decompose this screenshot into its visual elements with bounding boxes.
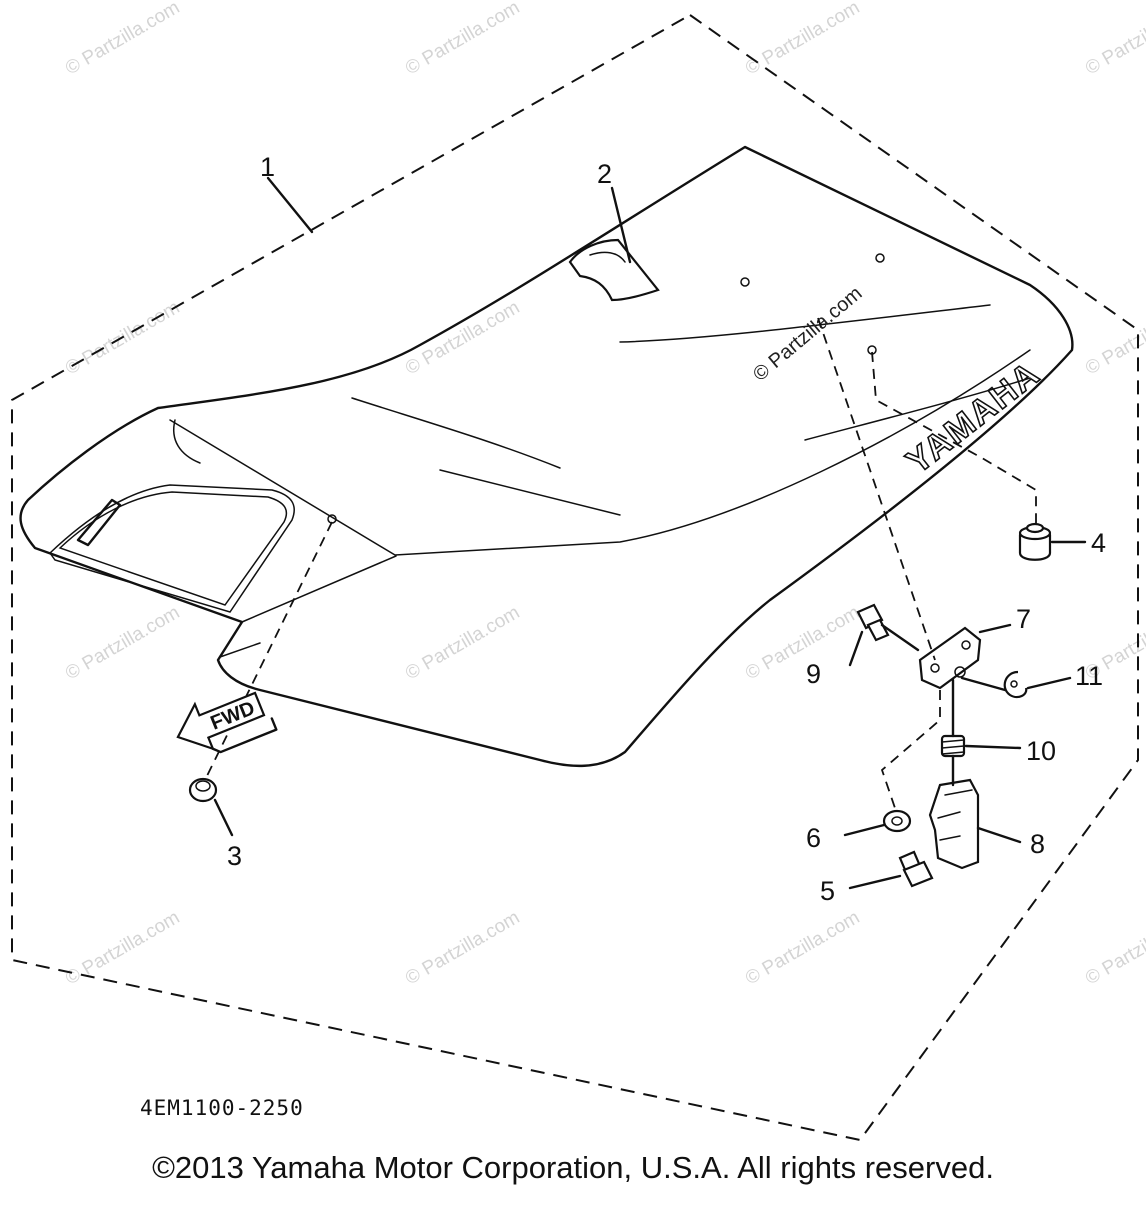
watermark: © Partzilla.com (402, 602, 523, 684)
part-11-clip (1003, 670, 1028, 699)
callout-3: 3 (227, 841, 242, 871)
watermark: © Partzilla.com (62, 907, 183, 989)
callout-7: 7 (1016, 604, 1031, 634)
callouts: 1 2 3 4 5 6 7 8 9 10 11 (227, 152, 1106, 906)
watermark: © Partzilla.com (742, 602, 863, 684)
part-9-bolt (856, 603, 890, 642)
callout-1: 1 (260, 152, 275, 182)
callout-4: 4 (1091, 528, 1106, 558)
watermark: © Partzilla.com (742, 0, 863, 79)
watermark: © Partzilla.com (742, 907, 863, 989)
seat-brand-text: YAMAHA (900, 354, 1048, 481)
watermark: © Partzilla.com (1082, 0, 1146, 79)
part-3-grommet (188, 777, 218, 803)
callout-5: 5 (820, 876, 835, 906)
fwd-arrow: FWD (176, 691, 278, 754)
callout-9: 9 (806, 659, 821, 689)
part-10-spring (940, 734, 966, 758)
callout-6: 6 (806, 823, 821, 853)
part-7-bracket (918, 626, 982, 690)
watermark: © Partzilla.com (402, 297, 523, 379)
watermark: © Partzilla.com (1082, 297, 1146, 379)
leader-lines (204, 176, 1087, 890)
part-2-strap (568, 238, 660, 302)
callout-10: 10 (1026, 736, 1056, 766)
watermark: © Partzilla.com (402, 0, 523, 79)
part-4-damper (1018, 522, 1052, 561)
part-8-latch (928, 778, 980, 870)
callout-8: 8 (1030, 829, 1045, 859)
watermark: © Partzilla.com (62, 602, 183, 684)
assembly-boundary (11, 13, 1139, 1142)
watermark: © Partzilla.com (62, 0, 183, 79)
copyright-notice: ©2013 Yamaha Motor Corporation, U.S.A. A… (152, 1150, 994, 1185)
seat-body: YAMAHA (19, 145, 1074, 768)
callout-11: 11 (1075, 661, 1103, 691)
watermark: © Partzilla.com (1082, 907, 1146, 989)
part-5-bolt (898, 850, 934, 888)
callout-2: 2 (597, 159, 612, 189)
diagram-code: 4EM1100-2250 (140, 1096, 304, 1120)
center-watermark: © Partzilla.com (749, 282, 866, 385)
watermark: © Partzilla.com (402, 907, 523, 989)
part-6-washer (882, 809, 912, 833)
